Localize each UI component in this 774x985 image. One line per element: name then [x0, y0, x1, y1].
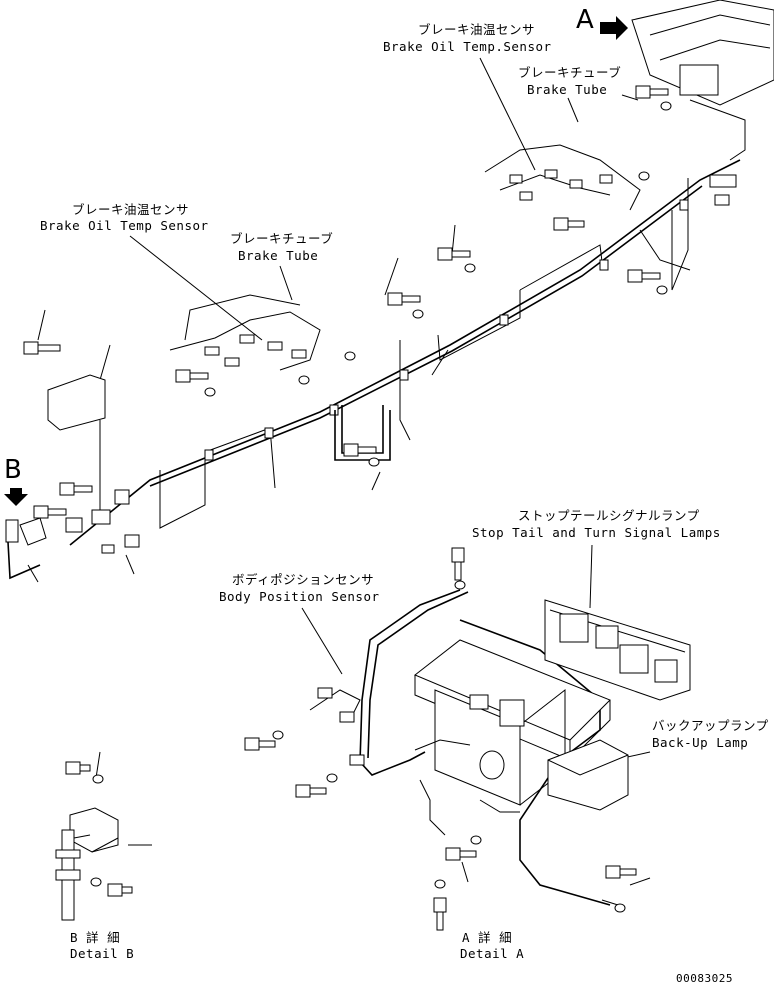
bolts [23, 85, 672, 931]
stop-tail-lamps-en: Stop Tail and Turn Signal Lamps [472, 525, 721, 540]
bolt-icon [65, 761, 91, 775]
view-b-arrow-icon [4, 488, 28, 506]
washer-icon [90, 877, 102, 887]
bolt-icon [175, 369, 209, 383]
brake-tube-top-jp: ブレーキチューブ [518, 65, 621, 80]
washer-icon [660, 101, 672, 111]
washer-icon [638, 171, 650, 181]
bolt-icon [244, 737, 276, 751]
brake-oil-sensor-top [484, 144, 641, 211]
view-b-marker: B [4, 455, 22, 485]
washer-icon [204, 387, 216, 397]
bolt-icon [295, 784, 327, 798]
bolt-icon [59, 482, 93, 496]
brake-oil-sensor-left [169, 294, 321, 371]
back-up-lamp-en: Back-Up Lamp [652, 735, 748, 750]
bolt-icon [107, 883, 133, 897]
washer-icon [614, 903, 626, 913]
body-position-sensor-en: Body Position Sensor [219, 589, 380, 604]
bolt-icon [437, 247, 471, 261]
bolt-icon [627, 269, 661, 283]
bolt-icon [33, 505, 67, 519]
detail-b-jp: B 詳 細 [70, 930, 120, 945]
back-up-lamp-jp: バックアップランプ [652, 718, 769, 733]
bolt-icon [605, 865, 637, 879]
washer-icon [92, 774, 104, 784]
brake-oil-temp-sensor-top-jp: ブレーキ油温センサ [418, 22, 535, 37]
lamp-unit-top-right [631, 0, 774, 161]
leader-lines [27, 57, 651, 906]
brake-oil-temp-sensor-left-en: Brake Oil Temp Sensor [40, 218, 209, 233]
washer-icon [454, 580, 466, 590]
washer-icon [412, 309, 424, 319]
detail-b-en: Detail B [70, 946, 134, 961]
bolt-icon [451, 547, 465, 581]
bolt-icon [23, 341, 61, 355]
left-end-parts [5, 517, 115, 554]
bolt-icon [343, 443, 377, 457]
right-bracket [639, 174, 737, 291]
view-a-arrow-icon [600, 16, 628, 40]
bolt-icon [433, 897, 447, 931]
bolt-icon [635, 85, 669, 99]
washer-icon [298, 375, 310, 385]
detail-b-assembly [55, 807, 119, 921]
washer-icon [368, 457, 380, 467]
washer-icon [656, 285, 668, 295]
brake-tube-top-en: Brake Tube [527, 82, 607, 97]
washer-icon [272, 730, 284, 740]
washer-icon [344, 351, 356, 361]
stop-tail-lamps-jp: ストップテールシグナルランプ [518, 508, 700, 523]
brake-tube-left-jp: ブレーキチューブ [230, 231, 333, 246]
detail-a-assembly [309, 589, 691, 906]
main-harness [7, 159, 741, 580]
washer-icon [470, 835, 482, 845]
bolt-icon [553, 217, 585, 231]
view-a-marker: A [576, 5, 594, 35]
brake-oil-temp-sensor-top-en: Brake Oil Temp.Sensor [383, 39, 552, 54]
brake-tube-left-en: Brake Tube [238, 248, 318, 263]
washer-icon [464, 263, 476, 273]
brake-oil-temp-sensor-left-jp: ブレーキ油温センサ [72, 202, 189, 217]
washer-icon [326, 773, 338, 783]
detail-a-en: Detail A [460, 946, 524, 961]
bolt-icon [387, 292, 421, 306]
washer-icon [434, 879, 446, 889]
detail-a-jp: A 詳 細 [462, 930, 512, 945]
drawing-number: 00083025 [676, 972, 733, 985]
body-position-sensor-jp: ボディポジションセンサ [232, 572, 374, 587]
left-bracket [47, 374, 140, 548]
bolt-icon [445, 847, 477, 861]
